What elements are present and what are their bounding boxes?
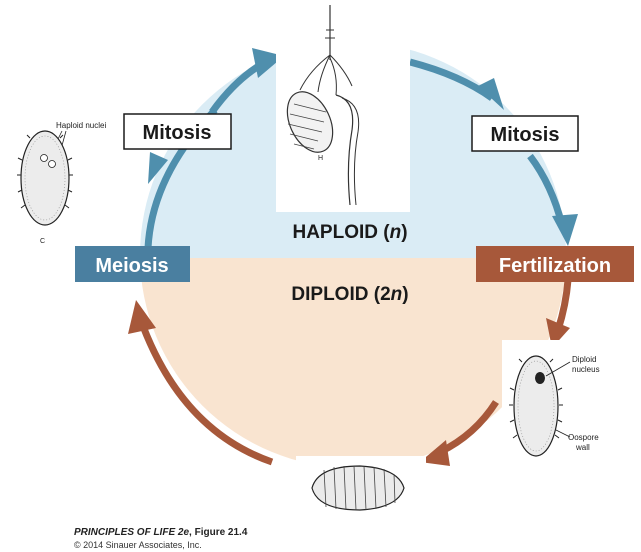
svg-text:H: H bbox=[318, 155, 323, 162]
svg-text:Diploid: Diploid bbox=[572, 355, 596, 364]
oospore-illustration: Diploid nucleus Oospore wall bbox=[502, 340, 610, 460]
svg-text:wall: wall bbox=[575, 443, 590, 452]
brown-arrow-zygote-to-meiosis bbox=[128, 300, 274, 466]
svg-text:C: C bbox=[40, 238, 45, 245]
haploid-cell-illustration: Haploid nuclei C bbox=[17, 116, 118, 246]
svg-text:Fertilization: Fertilization bbox=[499, 255, 611, 277]
plant-illustration: H bbox=[276, 0, 410, 212]
blue-arrow-mitosis-to-fertilization bbox=[527, 153, 578, 246]
meiosis-box: Meiosis bbox=[75, 246, 190, 282]
figure-caption-title: PRINCIPLES OF LIFE 2e, Figure 21.4 bbox=[74, 527, 248, 538]
svg-text:Mitosis: Mitosis bbox=[491, 124, 560, 146]
diploid-label: DIPLOID (2n) bbox=[291, 284, 408, 305]
figure-caption-copyright: © 2014 Sinauer Associates, Inc. bbox=[74, 540, 202, 550]
svg-text:Meiosis: Meiosis bbox=[95, 255, 168, 277]
mitosis-right-box: Mitosis bbox=[471, 115, 579, 152]
svg-text:Mitosis: Mitosis bbox=[143, 122, 212, 144]
diploid-region bbox=[140, 258, 566, 468]
blue-arrow-plant-to-mitosis bbox=[409, 58, 504, 110]
svg-text:Oospore: Oospore bbox=[568, 433, 599, 442]
brown-arrow-oospore-to-zygote bbox=[420, 400, 499, 466]
svg-text:Haploid nuclei: Haploid nuclei bbox=[56, 121, 106, 130]
zygote-illustration bbox=[296, 456, 426, 518]
haploid-label: HAPLOID (n) bbox=[292, 222, 407, 243]
mitosis-left-box: Mitosis bbox=[123, 113, 232, 150]
fertilization-box: Fertilization bbox=[476, 246, 634, 282]
svg-text:nucleus: nucleus bbox=[572, 365, 600, 374]
